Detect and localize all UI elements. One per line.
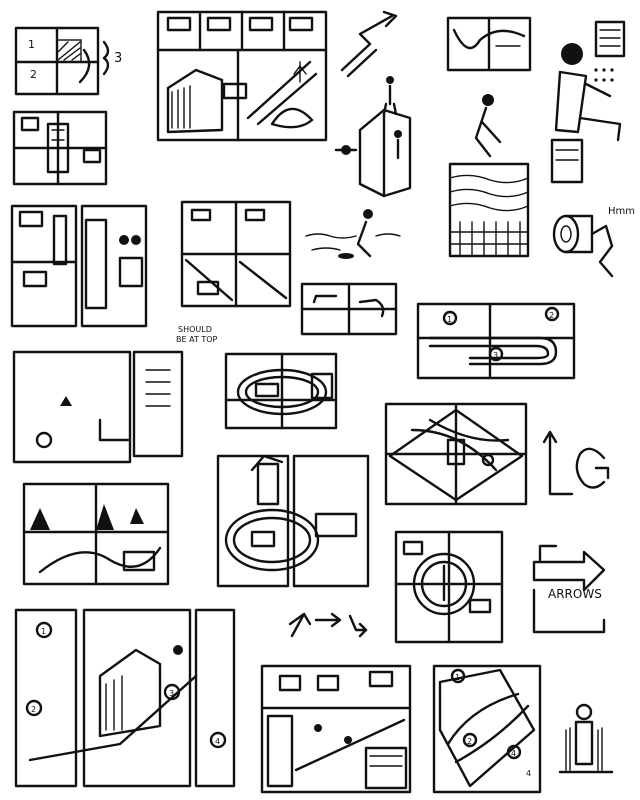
panel-strip-with-wave: [446, 16, 532, 72]
panel-diamond-map-figure: [384, 402, 528, 506]
city-marker-three: 3: [169, 689, 174, 698]
city-marker-four: 4: [215, 737, 220, 746]
panel-mini-arrow-grid: [300, 282, 398, 336]
panel-street-scene-bubbles: [260, 664, 412, 794]
panel-circle-figure-grid: [394, 530, 504, 644]
arrows-label: ARROWS: [548, 587, 602, 601]
path-marker-one: 1: [447, 315, 452, 324]
panel-figure-on-tower: [334, 76, 412, 198]
panel-mountain-trail: [22, 482, 170, 586]
panel-standing-figure: [558, 703, 614, 774]
panel-comic-grid-top: [156, 10, 328, 142]
panel-lc-letters: [542, 430, 610, 496]
panel-three-flow-arrows: [288, 612, 368, 638]
panel-two-columns-towers: [10, 204, 148, 328]
path-marker-two: 2: [549, 311, 554, 320]
be-at-top-label: BE AT TOP: [176, 335, 218, 344]
panel-tower-ring-path: [216, 454, 370, 588]
diamond-marker-one: 1: [455, 673, 460, 682]
diamond-marker-two: 2: [467, 737, 472, 746]
path-marker-three: 3: [493, 351, 498, 360]
panel-grid-speech-bubbles: [12, 110, 108, 186]
panel-ellipse-path-bubble: [224, 352, 338, 430]
should-be-label: SHOULD: [178, 325, 212, 334]
city-marker-one: 1: [41, 627, 46, 636]
panel-barrel-pipe: Hmm: [552, 206, 635, 278]
city-marker-two: 2: [31, 705, 36, 714]
panel-buildings-and-figure: [12, 350, 184, 464]
diamond-marker-three: 4: [511, 749, 516, 758]
hmm-label: Hmm: [608, 206, 635, 217]
number-one-label: 1: [28, 38, 35, 51]
panel-wader-in-water: [305, 209, 401, 259]
panel-arrows-labeled: ARROWS: [532, 544, 606, 634]
panel-numbered-path-strip: 1 2 3: [416, 302, 576, 380]
panel-zigzag-arrow: [340, 10, 398, 78]
panel-walker-on-ground-layers: [448, 94, 530, 258]
number-two-label: 2: [30, 68, 37, 81]
panel-split-square-sketch: 3 1 2: [14, 26, 122, 96]
panel-diamond-numbered-grid: 1 2 4 4: [432, 664, 542, 794]
panel-man-at-control-board: [550, 20, 626, 184]
panel-grid-with-bubbles-note: SHOULD BE AT TOP: [176, 200, 292, 344]
number-three-label: 3: [114, 51, 122, 66]
diamond-marker-four: 4: [526, 769, 531, 778]
panel-numbered-city-block: 1 2 3 4: [14, 608, 236, 788]
